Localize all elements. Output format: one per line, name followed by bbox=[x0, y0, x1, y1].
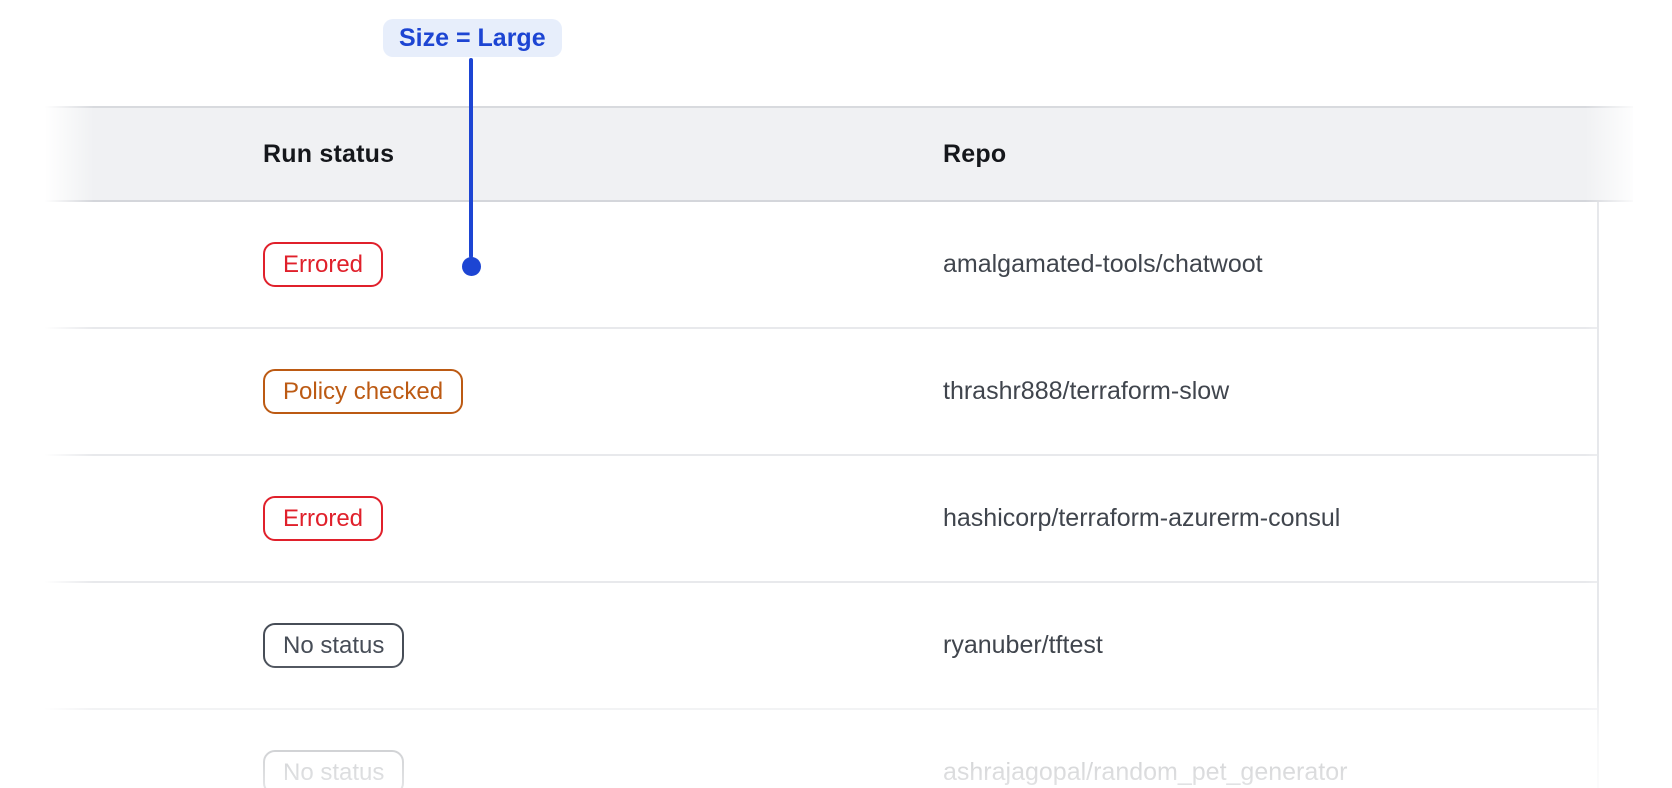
repo-name: ashrajagopal/random_pet_generator bbox=[943, 758, 1348, 786]
status-badge-errored: Errored bbox=[263, 242, 384, 287]
table-row[interactable]: No status ryanuber/tftest bbox=[43, 583, 1597, 710]
column-header-run-status: Run status bbox=[263, 139, 395, 168]
run-status-cell: Policy checked bbox=[233, 369, 910, 414]
run-status-cell: Errored bbox=[233, 242, 910, 287]
callout-pointer-line bbox=[469, 58, 473, 258]
table-row[interactable]: Errored amalgamated-tools/chatwoot bbox=[43, 202, 1597, 329]
table-row[interactable]: Policy checked thrashr888/terraform-slow bbox=[43, 329, 1597, 456]
callout-pointer-dot bbox=[462, 257, 481, 276]
repo-name: thrashr888/terraform-slow bbox=[943, 377, 1230, 405]
table-header: Run status Repo bbox=[43, 106, 1633, 202]
status-badge-no-status: No status bbox=[263, 750, 405, 788]
table-right-edge bbox=[1597, 106, 1599, 788]
repo-name: amalgamated-tools/chatwoot bbox=[943, 250, 1263, 278]
column-header-repo: Repo bbox=[943, 139, 1007, 168]
run-status-cell: No status bbox=[233, 623, 910, 668]
run-status-cell: No status bbox=[233, 750, 910, 788]
repo-name: hashicorp/terraform-azurerm-consul bbox=[943, 504, 1341, 532]
status-badge-policy-checked: Policy checked bbox=[263, 369, 464, 414]
runs-table-body: Errored amalgamated-tools/chatwoot Polic… bbox=[43, 202, 1597, 788]
run-status-cell: Errored bbox=[233, 496, 910, 541]
table-row[interactable]: No status ashrajagopal/random_pet_genera… bbox=[43, 710, 1597, 788]
size-large-callout-label: Size = Large bbox=[383, 19, 562, 57]
table-row[interactable]: Errored hashicorp/terraform-azurerm-cons… bbox=[43, 456, 1597, 583]
status-badge-errored: Errored bbox=[263, 496, 384, 541]
repo-name: ryanuber/tftest bbox=[943, 631, 1103, 659]
status-badge-no-status: No status bbox=[263, 623, 405, 668]
